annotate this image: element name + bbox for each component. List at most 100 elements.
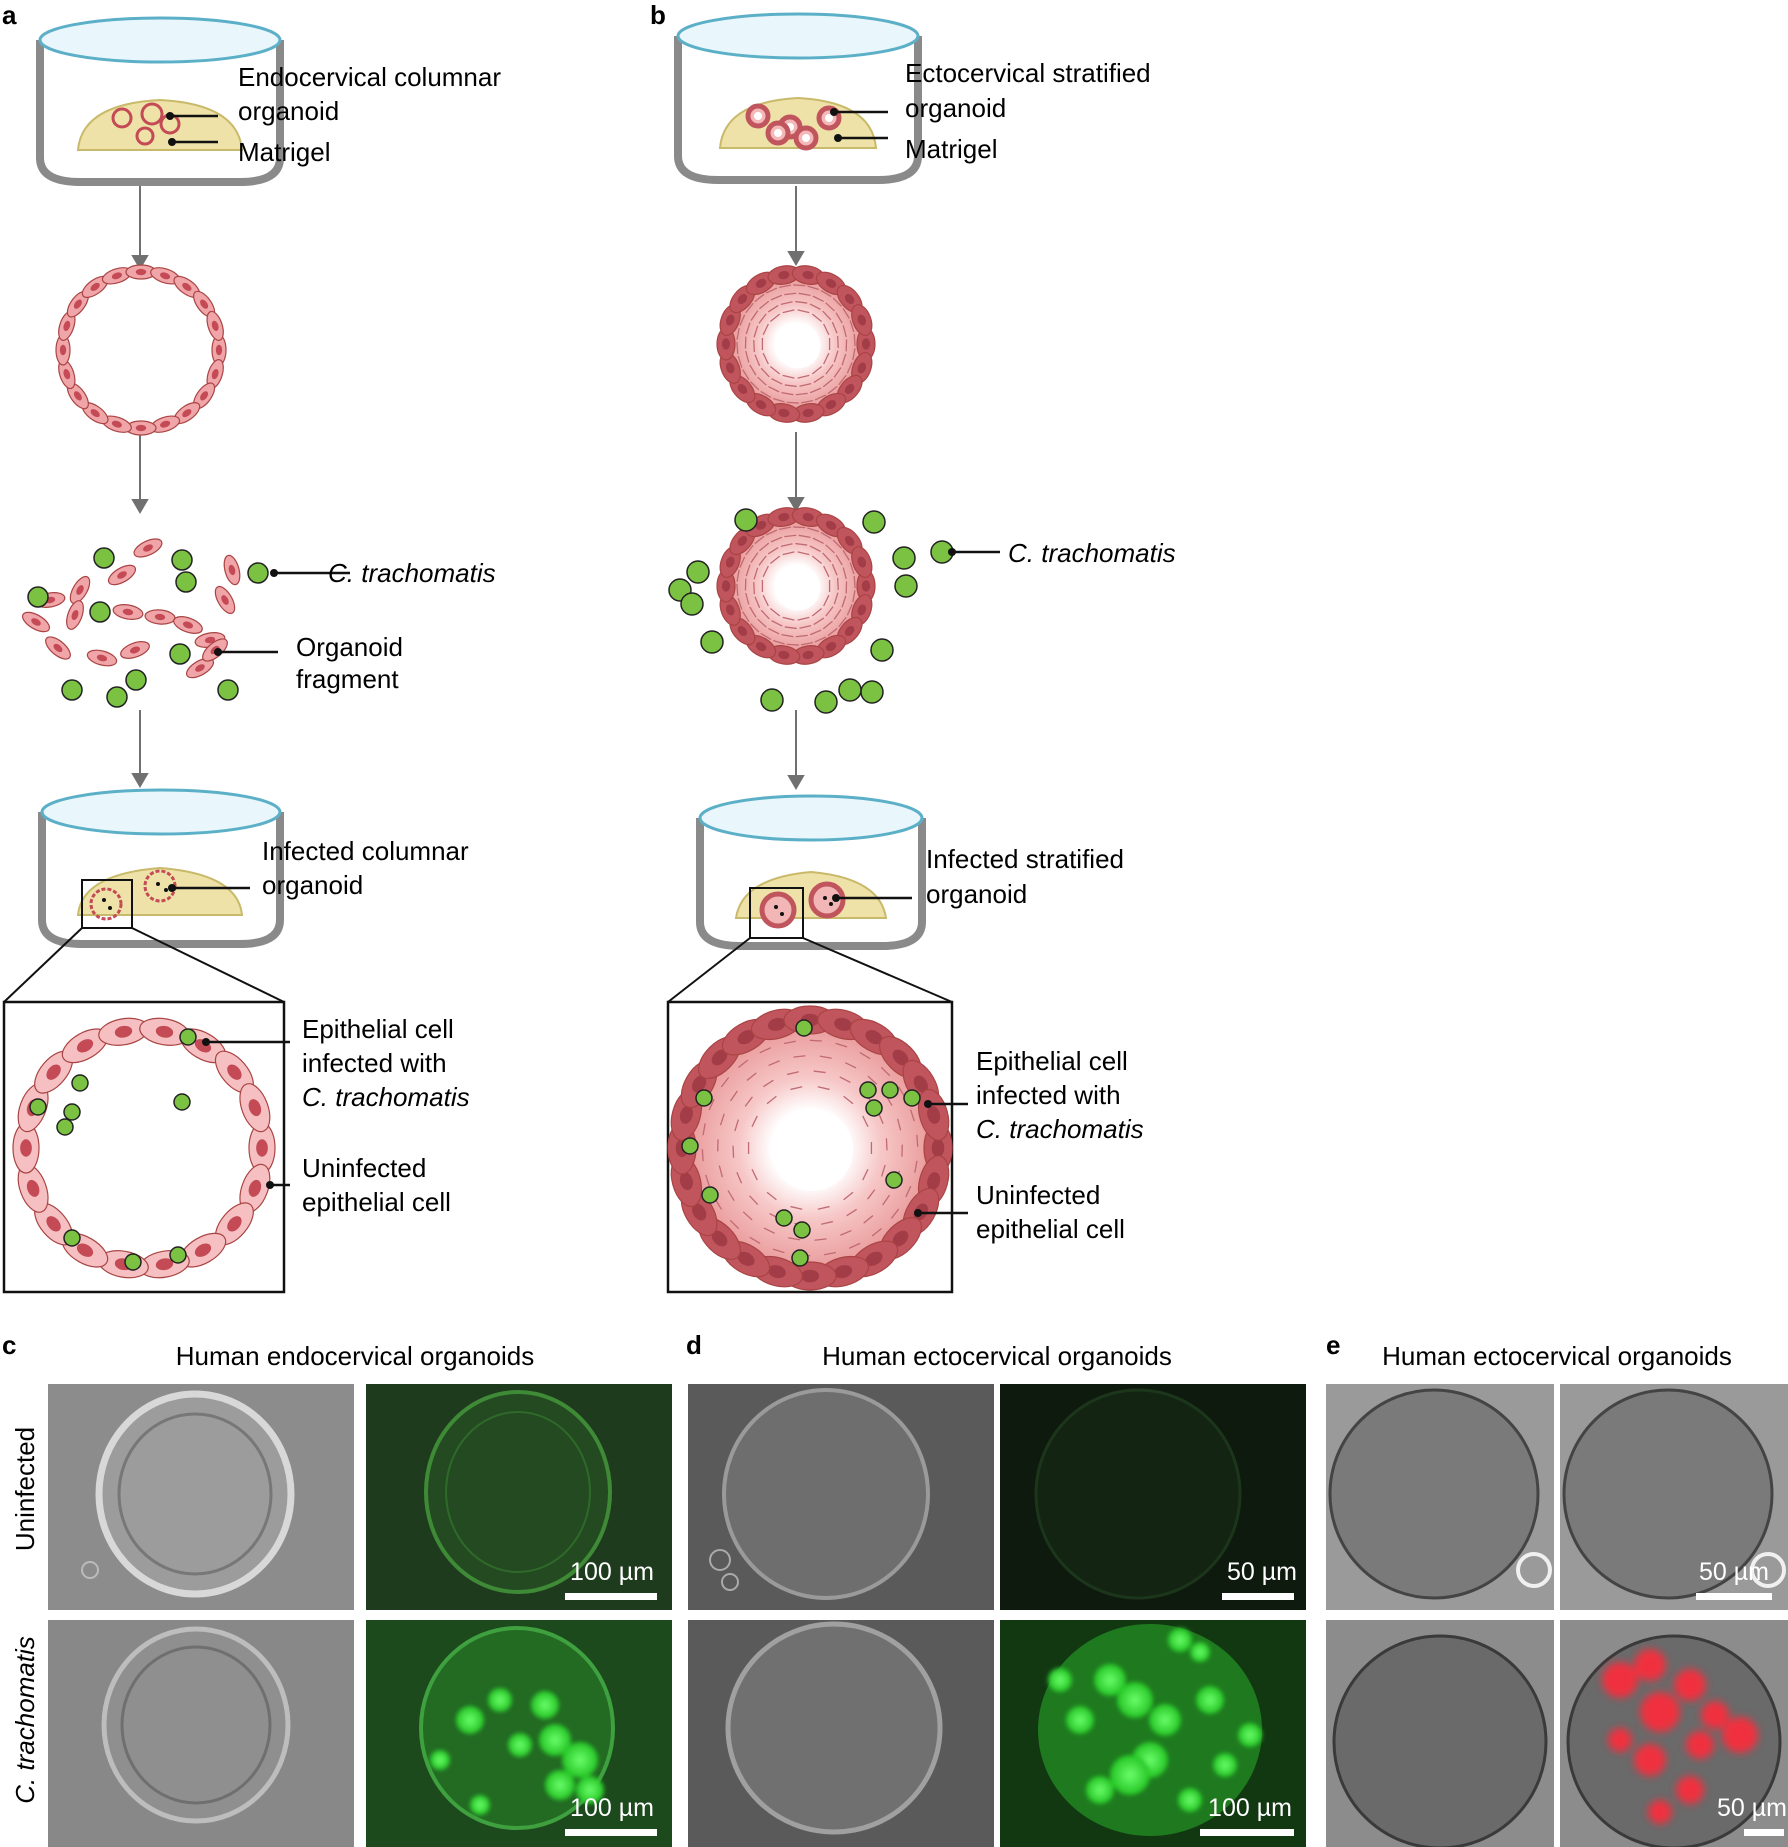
- epithelial-cell: [12, 1122, 40, 1174]
- label-epithelial-infected-b: Epithelial cell: [976, 1046, 1128, 1076]
- bacterium: [63, 1229, 81, 1247]
- bacterium: [793, 1221, 811, 1239]
- bacterium: [865, 1099, 883, 1117]
- panel-b: b Ectocervical stratified organoid Matri…: [650, 0, 1176, 1294]
- title-panel-c: Human endocervical organoids: [176, 1341, 534, 1371]
- epithelial-cell: [120, 641, 150, 659]
- bacterium: [885, 1171, 903, 1189]
- bacterium: [862, 510, 886, 534]
- culture-dish-infected-columnar: [38, 788, 284, 948]
- zoomed-columnar-ring: [12, 1017, 276, 1279]
- epithelial-cell: [101, 415, 132, 433]
- bacterium: [859, 1081, 877, 1099]
- bacterium: [106, 686, 128, 708]
- bacteria-cluster-a: [27, 547, 269, 708]
- label-uninfected-a: Uninfected: [302, 1153, 426, 1183]
- bacterium: [71, 1074, 89, 1092]
- scale-bar-d-bottom: 100 µm: [1208, 1794, 1292, 1822]
- svg-text:epithelial cell: epithelial cell: [976, 1214, 1125, 1244]
- stratified-organoid: [716, 265, 876, 423]
- panel-letter-a: a: [2, 0, 17, 30]
- culture-dish-stratified: [674, 12, 922, 184]
- label-ectocervical-organoid: Ectocervical stratified: [905, 58, 1151, 88]
- epithelial-cell: [150, 415, 181, 433]
- label-endocervical-organoid: Endocervical columnar: [238, 62, 501, 92]
- bacterium: [894, 574, 918, 598]
- epithelial-cell: [133, 538, 163, 558]
- bacterium: [247, 562, 269, 584]
- bacterium: [93, 547, 115, 569]
- epithelial-cell: [173, 616, 203, 634]
- epithelial-cell: [851, 304, 873, 337]
- bacterium: [892, 546, 916, 570]
- epithelial-cell: [69, 575, 91, 605]
- panel-letter-d: d: [686, 1330, 702, 1360]
- bacterium: [63, 1103, 81, 1121]
- epithelial-cell: [239, 1083, 271, 1133]
- panel-letter-e: e: [1326, 1330, 1340, 1360]
- micrograph-c-brightfield-infected: [48, 1620, 354, 1847]
- epithelial-cell: [98, 1017, 149, 1046]
- label-infected-columnar: Infected columnar: [262, 836, 469, 866]
- organoid-fragment: [21, 538, 241, 679]
- process-arrows-a: [131, 186, 149, 788]
- epithelial-cell: [716, 569, 736, 603]
- bacterium: [903, 1089, 921, 1107]
- label-uninfected-b: Uninfected: [976, 1180, 1100, 1210]
- epithelial-cell: [58, 359, 76, 390]
- bacterium: [680, 592, 704, 616]
- epithelial-cell: [81, 402, 109, 425]
- micrograph-c-gfp-infected: 100 µm: [366, 1620, 672, 1847]
- svg-text:infected with: infected with: [976, 1080, 1121, 1110]
- micrograph-d-gfp-infected: 100 µm: [1000, 1620, 1306, 1847]
- label-matrigel-b: Matrigel: [905, 134, 997, 164]
- micrograph-panels: c Human endocervical organoids d Human e…: [2, 1330, 1788, 1847]
- epithelial-cell: [173, 275, 201, 298]
- micrograph-e-brightfield-infected: [1326, 1620, 1554, 1847]
- stratified-organoid-exposed: [716, 507, 876, 665]
- micrograph-c-gfp-uninfected: 100 µm: [366, 1384, 672, 1610]
- panel-letter-b: b: [650, 0, 666, 30]
- epithelial-cell: [239, 1163, 271, 1213]
- scale-bar-e-top: 50 µm: [1699, 1558, 1769, 1586]
- culture-dish-columnar: [36, 16, 284, 186]
- epithelial-cell: [112, 604, 144, 620]
- bacterium: [681, 1137, 699, 1155]
- svg-text:organoid: organoid: [262, 870, 363, 900]
- columnar-organoid-ring: [55, 264, 227, 436]
- scale-bar-e-bottom: 50 µm: [1717, 1794, 1787, 1822]
- bacterium: [775, 1209, 793, 1227]
- epithelial-cell: [125, 420, 157, 436]
- scale-bar-c-top: 100 µm: [570, 1558, 654, 1586]
- bacterium: [814, 690, 838, 714]
- bacterium: [695, 1089, 713, 1107]
- bacterium: [89, 601, 111, 623]
- epithelial-cell: [150, 267, 181, 285]
- epithelial-cell: [185, 657, 215, 679]
- bacterium: [56, 1118, 74, 1136]
- bacterium: [701, 1186, 719, 1204]
- panel-a: a Endocervical columnar organoid Matrige…: [2, 0, 501, 1294]
- bacterium: [870, 638, 894, 662]
- bacterium: [173, 1093, 191, 1111]
- bacterium: [686, 560, 710, 584]
- epithelial-cell: [144, 609, 176, 625]
- svg-text:fragment: fragment: [296, 664, 399, 694]
- micrograph-d-gfp-uninfected: 50 µm: [1000, 1384, 1306, 1610]
- svg-text:organoid: organoid: [238, 96, 339, 126]
- epithelial-cell: [206, 359, 224, 390]
- bacterium: [169, 643, 191, 665]
- culture-dish-infected-stratified: [696, 794, 926, 950]
- zoomed-stratified-organoid: [667, 1005, 953, 1291]
- label-infected-stratified: Infected stratified: [926, 844, 1124, 874]
- bacterium: [734, 508, 758, 532]
- scale-bar-c-bottom: 100 µm: [570, 1794, 654, 1822]
- micrograph-e-brightfield-uninfected: [1326, 1384, 1554, 1610]
- svg-text:infected with: infected with: [302, 1048, 447, 1078]
- label-c-trachomatis-b: C. trachomatis: [1008, 538, 1176, 568]
- label-c-trachomatis-a: C. trachomatis: [328, 558, 496, 588]
- label-organoid-fragment: Organoid: [296, 632, 403, 662]
- micrograph-e-merged-infected: 50 µm: [1560, 1620, 1788, 1847]
- label-epithelial-infected-a: Epithelial cell: [302, 1014, 454, 1044]
